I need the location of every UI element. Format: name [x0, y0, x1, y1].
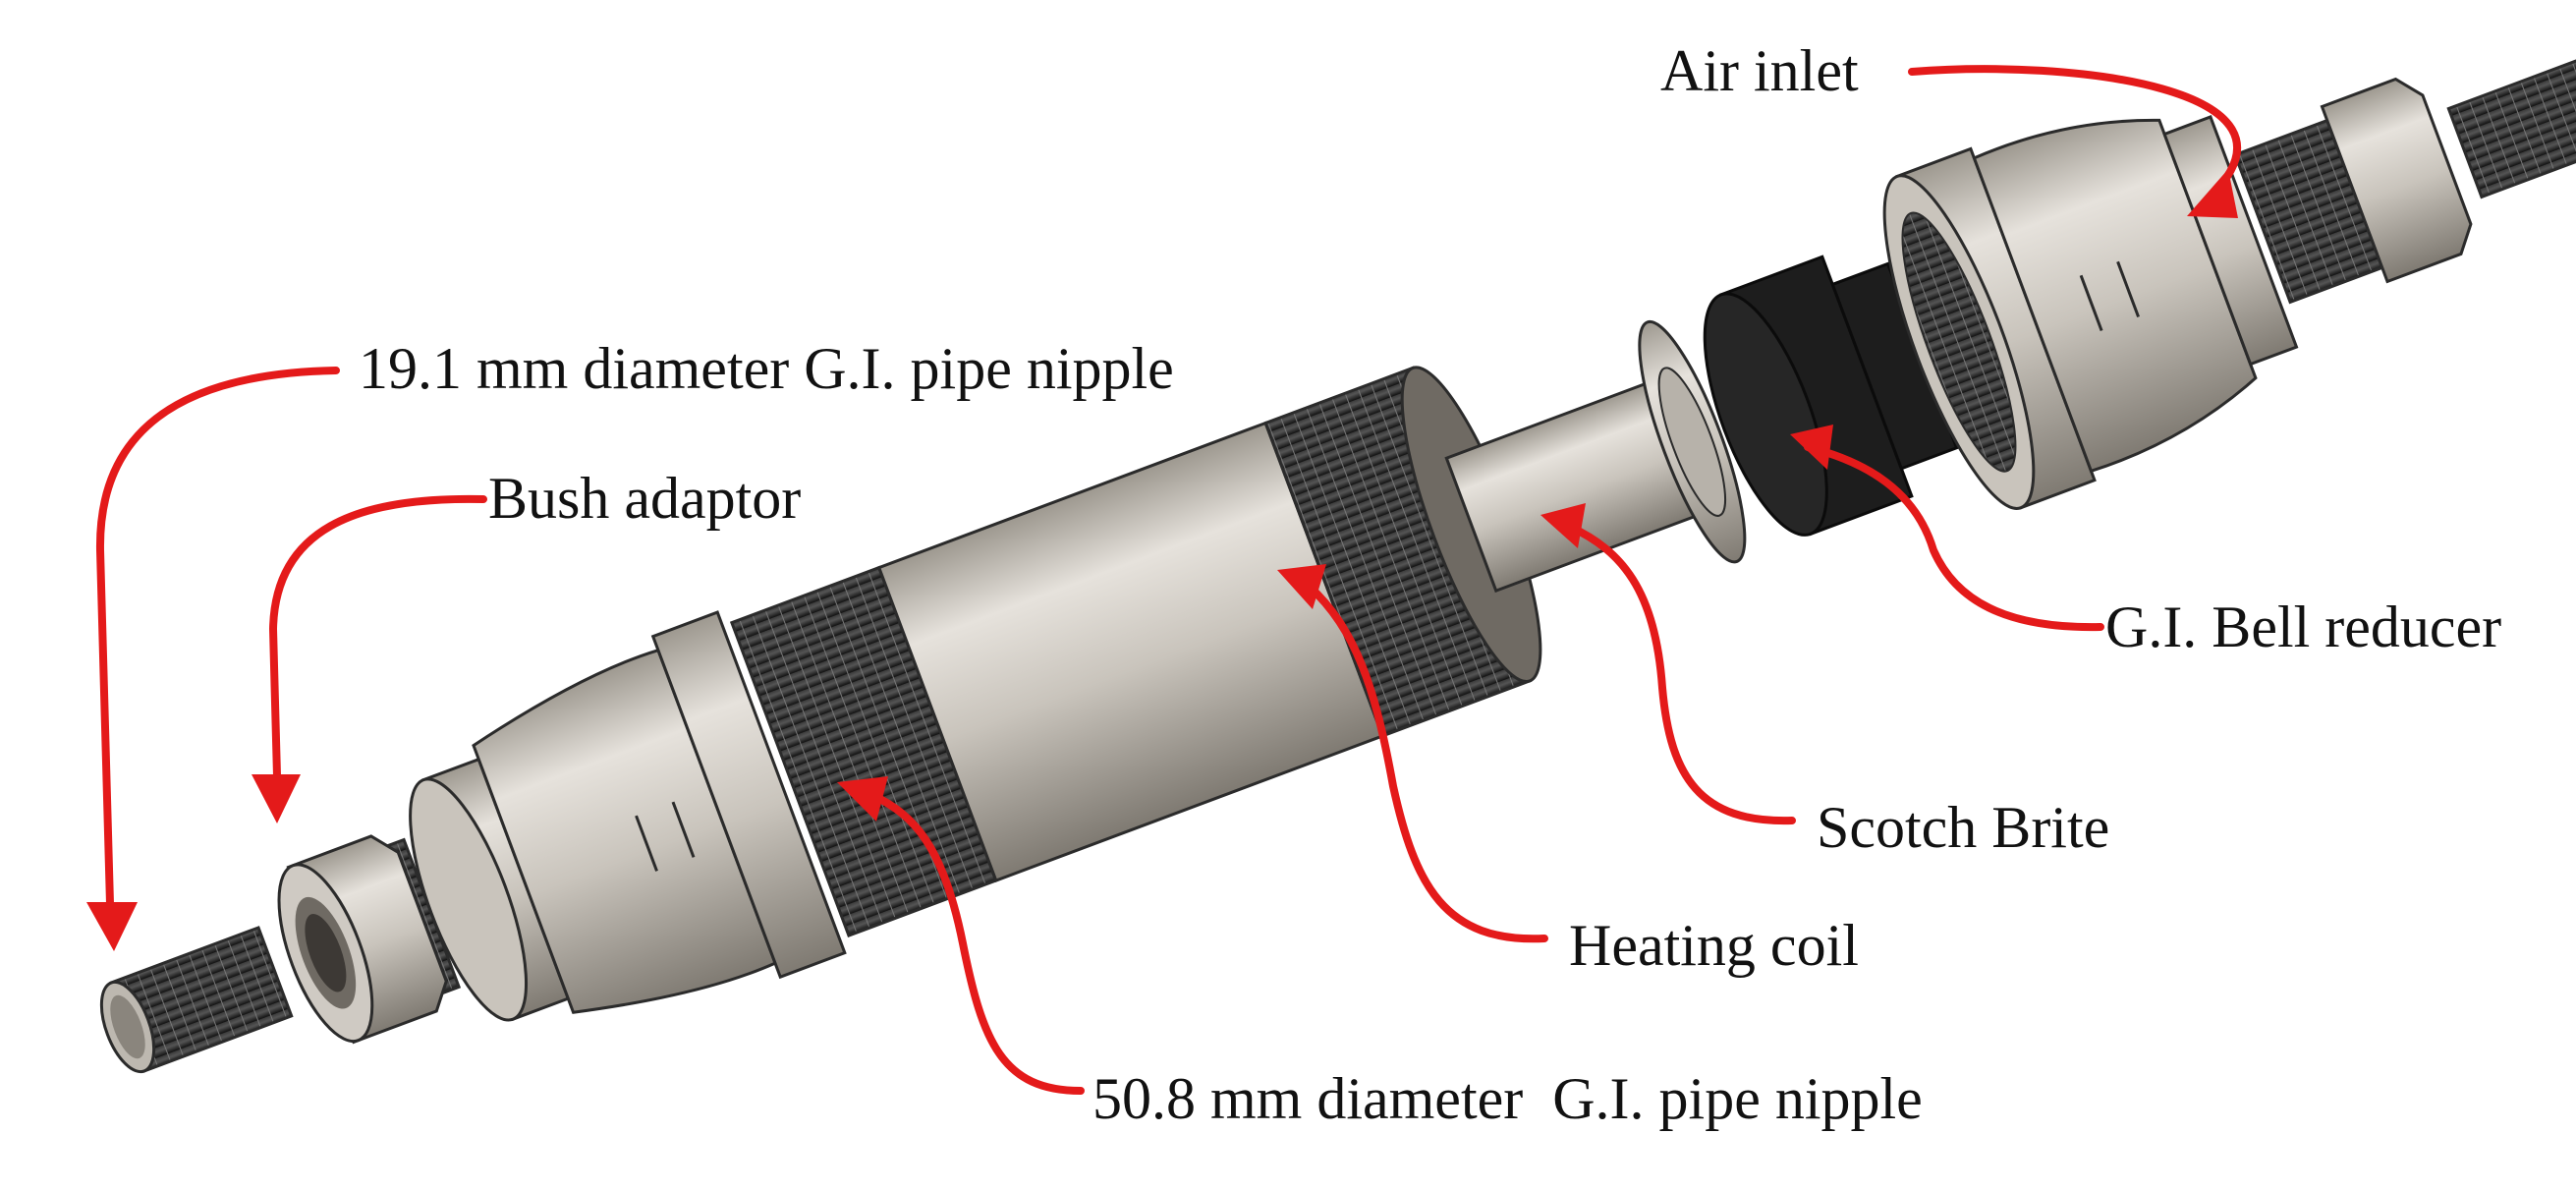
- small-pipe-nipple-right: [2446, 51, 2576, 199]
- heating-coil: [1444, 319, 1747, 594]
- small-pipe-nipple-left: [99, 926, 294, 1074]
- arrow-bell-reducer: [1790, 425, 2104, 632]
- label-scotch-brite: Scotch Brite: [1817, 795, 2109, 860]
- label-small-pipe-nipple: 19.1 mm diameter G.I. pipe nipple: [359, 336, 1174, 401]
- bell-reducer-right: [1882, 115, 2299, 510]
- label-large-pipe-nipple: 50.8 mm diameter G.I. pipe nipple: [1092, 1066, 1923, 1131]
- arrow-heating-coil: [1277, 564, 1548, 943]
- label-bush-adaptor: Bush adaptor: [488, 466, 801, 531]
- label-air-inlet: Air inlet: [1660, 38, 1859, 103]
- assembly-parts: [99, 51, 2576, 1074]
- bush-adaptor: [277, 834, 462, 1045]
- bush-adaptor-right: [2233, 77, 2473, 305]
- label-heating-coil: Heating coil: [1569, 913, 1859, 978]
- arrow-small-nipple: [86, 367, 340, 951]
- arrow-air-inlet: [1908, 65, 2242, 218]
- bell-reducer-left: [409, 610, 847, 1022]
- leader-arrows: [86, 65, 2242, 1095]
- arrow-bush-adaptor: [252, 494, 487, 823]
- label-bell-reducer: G.I. Bell reducer: [2105, 595, 2501, 659]
- arrow-scotch-brite: [1540, 503, 1796, 825]
- arrow-large-nipple: [837, 776, 1085, 1095]
- large-pipe-nipple: [729, 366, 1542, 938]
- labels: Air inlet 19.1 mm diameter G.I. pipe nip…: [359, 38, 2501, 1131]
